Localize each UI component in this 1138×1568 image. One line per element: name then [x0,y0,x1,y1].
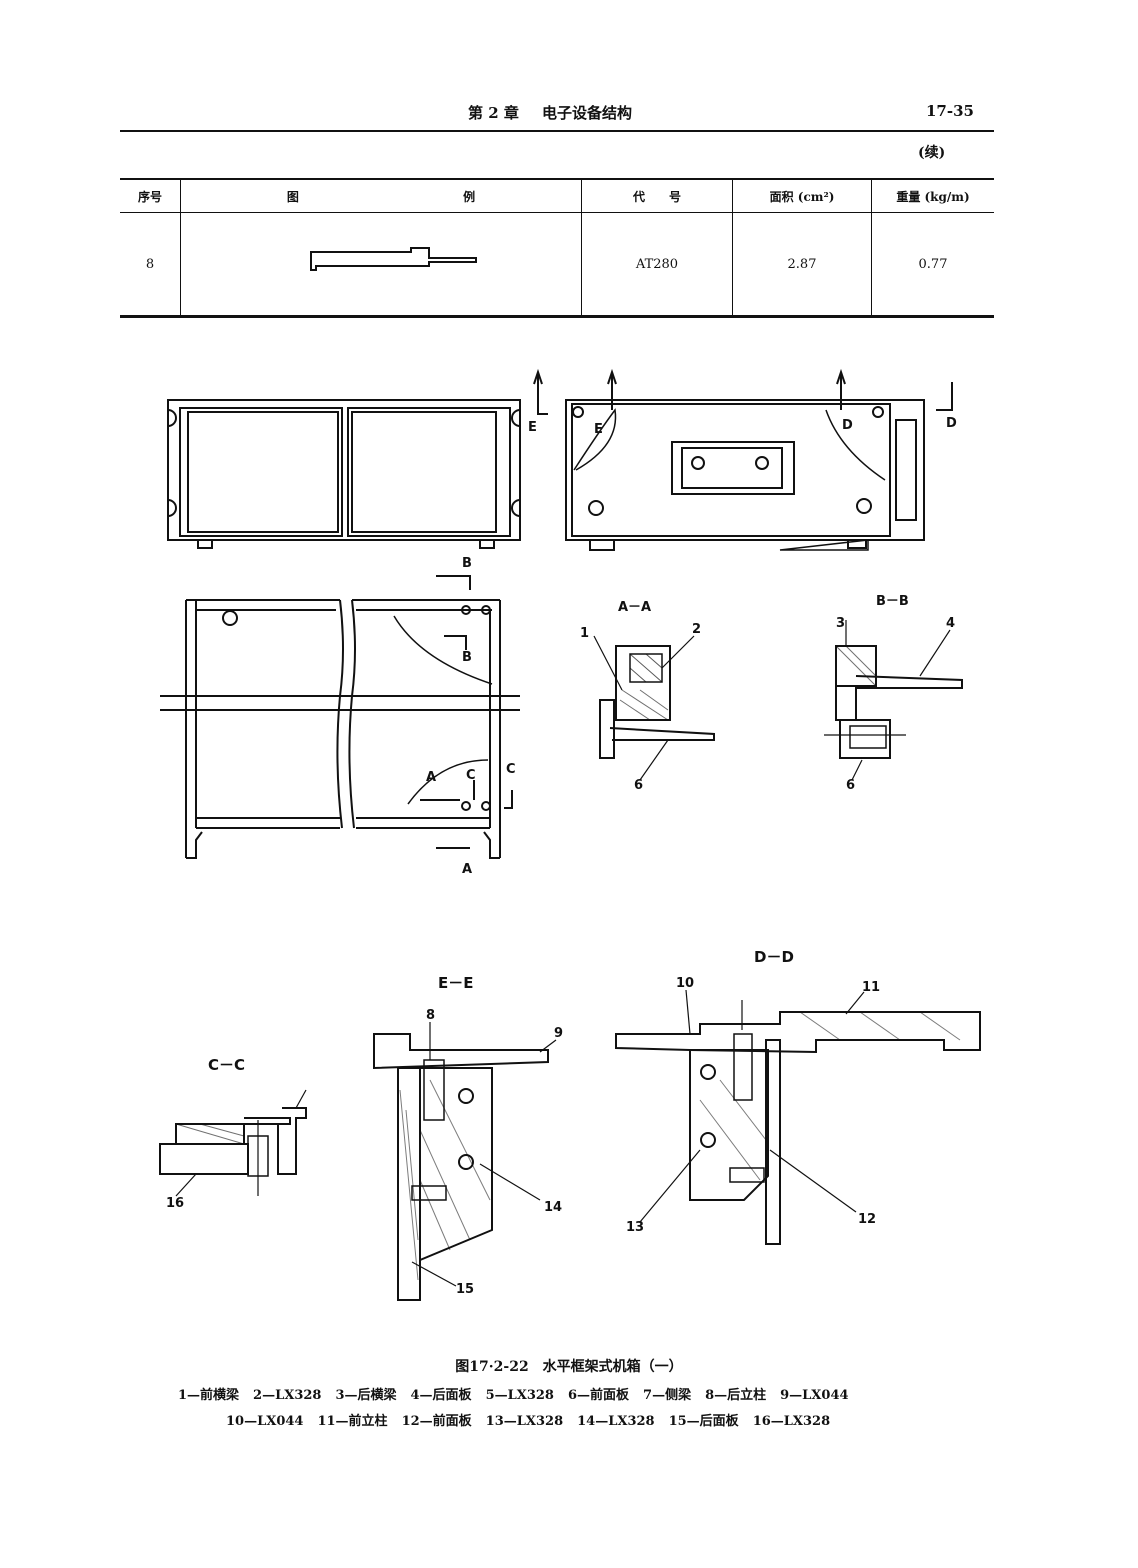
chapter-title: 电子设备结构 [542,104,633,122]
marker-a-bottom: A [462,862,473,877]
marker-e-left: E [528,420,537,435]
section-dd-title: D－D [754,948,794,966]
section-bb [824,620,963,781]
callout-3: 3 [836,616,846,631]
cell-figure [180,212,582,318]
legend-item: 11—前立柱 [317,1414,388,1429]
legend-item: 1—前横梁 [178,1388,240,1403]
continued-label: (续) [918,145,946,161]
figure-caption: 图17·2-22 水平框架式机箱（一） [455,1359,683,1375]
section-cc [159,1089,307,1197]
marker-b-inner: B [462,650,472,665]
callout-8: 8 [426,1008,436,1023]
callout-15: 15 [456,1282,475,1297]
table-header-row: 序号 图 例 代 号 面积 (cm²) 重量 (kg/m) [120,178,994,213]
legend-item: 8—后立柱 [705,1388,767,1403]
callout-2: 2 [692,622,702,637]
section-ee-title: E－E [438,974,474,992]
header-rule [120,130,994,132]
marker-c-right: C [506,762,516,777]
callout-14: 14 [544,1200,563,1215]
col-code: 代 号 [581,178,733,213]
col-weight: 重量 (kg/m) [871,178,994,213]
col-figure: 图 例 [180,178,582,213]
profile-table: 序号 图 例 代 号 面积 (cm²) 重量 (kg/m) 8 AT280 2.… [120,178,994,318]
chapter-label: 第 2 章 [468,104,519,122]
callout-1: 1 [580,626,590,641]
callout-13: 13 [626,1220,645,1235]
legend-item: 4—后面板 [410,1388,472,1403]
col-figure-2: 例 [463,189,476,204]
cell-weight: 0.77 [871,212,994,318]
side-elevation-view [565,368,953,551]
col-no: 序号 [120,178,181,213]
figure-legend-line-1: 1—前横梁 2—LX328 3—后横梁 4—后面板 5—LX328 6—前面板 7—侧梁 8—… [178,1384,863,1403]
cell-area: 2.87 [732,212,872,318]
section-bb-title: B－B [876,594,909,609]
figure-legend-line-2: 10—LX044 11—前立柱 12—前面板 13—LX328 14—LX328 15—后… [226,1410,844,1429]
marker-d-right: D [946,416,957,431]
legend-item: 16—LX328 [752,1414,831,1429]
legend-item: 13—LX328 [485,1414,564,1429]
callout-6-aa: 6 [634,778,644,793]
cell-code: AT280 [581,212,733,318]
section-aa [593,635,715,781]
section-aa-title: A－A [618,600,652,615]
col-figure-1: 图 [286,189,299,204]
marker-e-inside: E [594,422,603,437]
legend-item: 7—侧梁 [643,1388,692,1403]
section-cc-title: C－C [208,1056,246,1074]
profile-sketch [310,247,477,271]
callout-9: 9 [554,1026,564,1041]
callout-11: 11 [862,980,881,995]
legend-item: 2—LX328 [253,1388,322,1403]
callout-6-bb: 6 [846,778,856,793]
legend-item: 10—LX044 [226,1414,304,1429]
callout-12: 12 [858,1212,877,1227]
cell-no: 8 [120,212,181,318]
plan-view [160,575,520,859]
marker-b-top: B [462,556,472,571]
col-area: 面积 (cm²) [732,178,872,213]
legend-item: 6—前面板 [567,1388,630,1403]
callout-16: 16 [166,1196,185,1211]
callout-4: 4 [946,616,956,631]
legend-item: 12—前面板 [401,1414,472,1429]
legend-item: 15—后面板 [668,1414,739,1429]
page-number: 17-35 [926,102,974,120]
table-row: 8 AT280 2.87 0.77 [120,212,994,318]
legend-item: 3—后横梁 [335,1388,397,1403]
section-dd [615,989,981,1245]
front-elevation-view [167,368,548,549]
legend-item: 5—LX328 [485,1388,554,1403]
marker-a-inner: A [426,770,437,785]
section-ee [373,1022,557,1301]
legend-item: 9—LX044 [780,1388,849,1403]
callout-10: 10 [676,976,695,991]
marker-c-inner: C [466,768,476,783]
marker-d-inside: D [842,418,853,433]
legend-item: 14—LX328 [577,1414,655,1429]
